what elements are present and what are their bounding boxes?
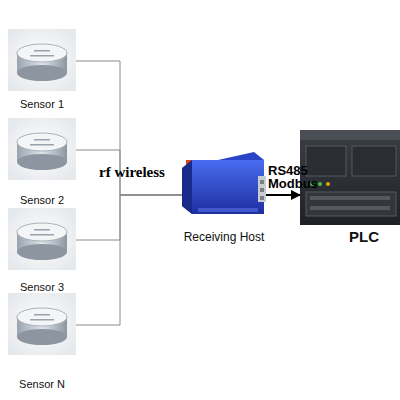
wireless-link [76, 195, 182, 325]
sensor-puck [8, 29, 76, 91]
sensor-node: Sensor 1 [8, 29, 76, 91]
receiver-node: Receiving Host [182, 152, 266, 214]
device-label: Sensor 1 [0, 98, 90, 110]
sensor-node: Sensor 2 [8, 118, 76, 180]
wireless-link [76, 150, 182, 195]
wireless-link [76, 195, 182, 240]
device-label: Receiving Host [162, 230, 286, 244]
sensor-node: Sensor 3 [8, 208, 76, 270]
sensor-puck [8, 208, 76, 270]
wireless-link [76, 61, 182, 195]
sensor-node: Sensor N [8, 293, 76, 355]
link-label: RS485 Modbus [268, 164, 320, 190]
bus-arrow [266, 194, 300, 196]
receiver-device [182, 152, 266, 214]
device-label: Sensor N [0, 378, 90, 390]
link-label: rf wireless [99, 164, 165, 180]
device-label: Sensor 3 [0, 281, 90, 293]
sensor-puck [8, 293, 76, 355]
sensor-puck [8, 118, 76, 180]
device-label: PLC [336, 228, 392, 245]
device-label: Sensor 2 [0, 194, 90, 206]
